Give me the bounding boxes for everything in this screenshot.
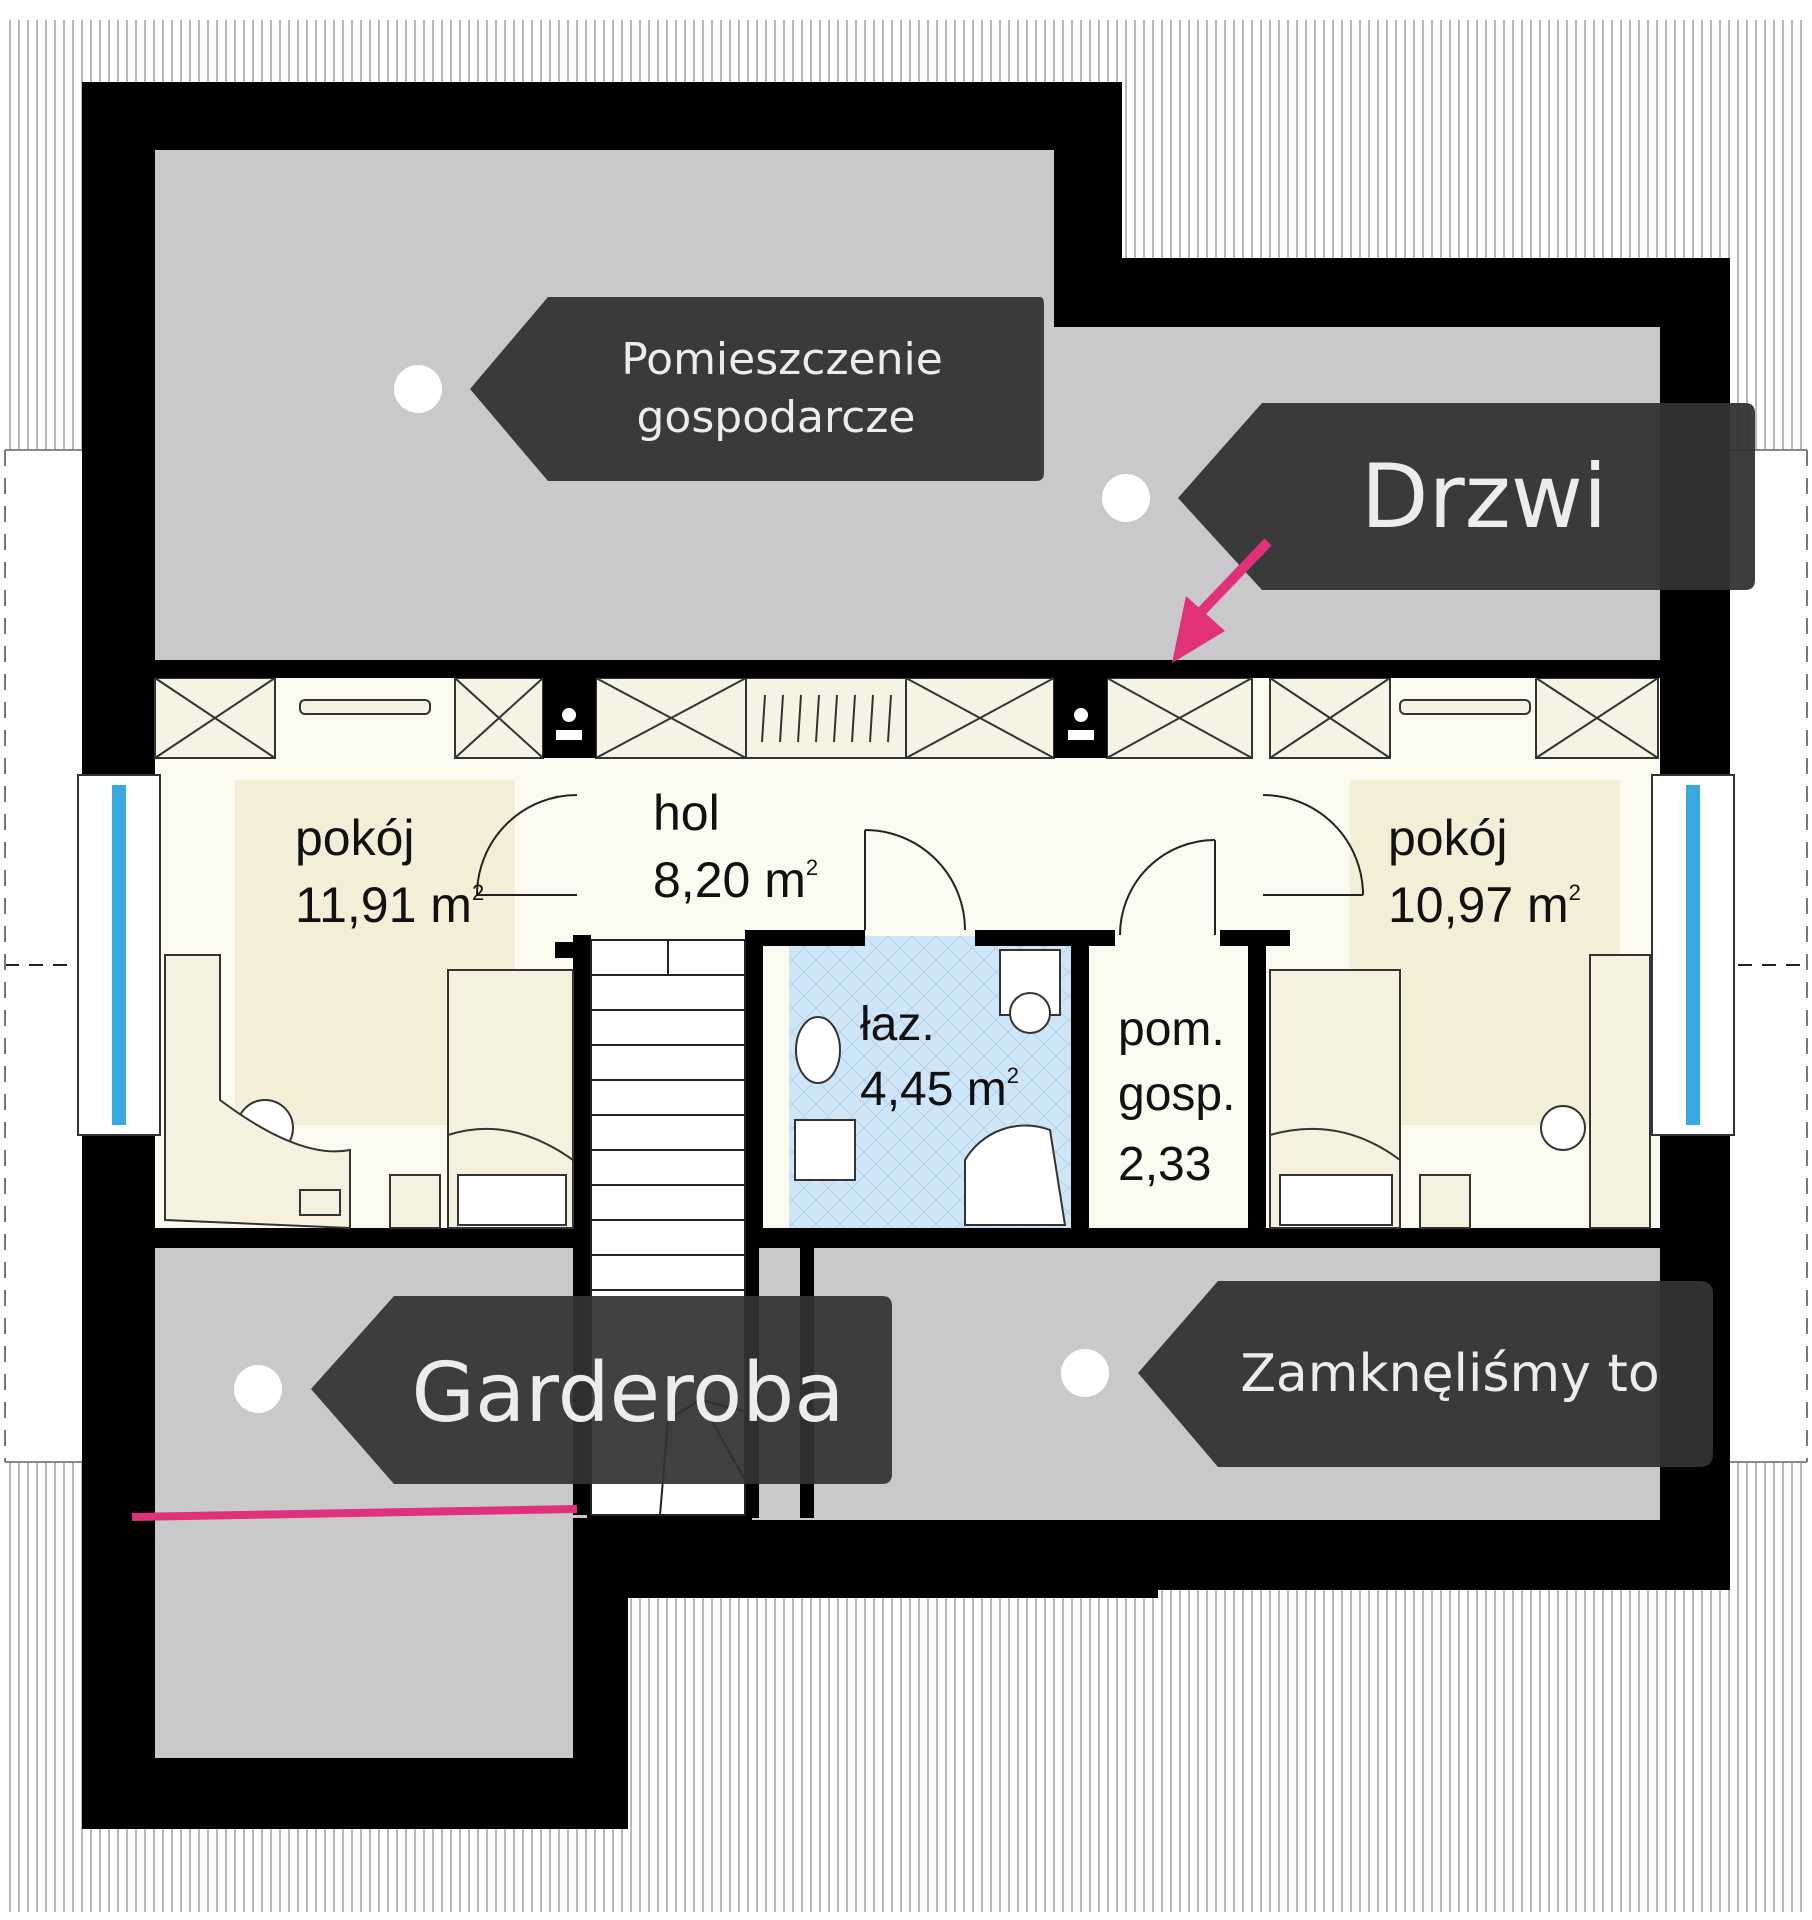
hall-name: hol <box>653 785 720 841</box>
room-labels: pokój 11,91 m2 hol 8,20 m2 pokój 10,97 m… <box>295 785 1581 1191</box>
room-left-area: 11,91 m2 <box>295 877 484 933</box>
callout-utility-line1: Pomieszczenie <box>621 334 943 385</box>
callout-door-label: Drzwi <box>1361 445 1608 548</box>
marker-line <box>131 1505 578 1521</box>
callout-closed: Zamknęliśmy to <box>1061 1281 1713 1467</box>
door-arrow <box>1196 538 1272 617</box>
hall-area: 8,20 m2 <box>653 852 818 908</box>
room-right-name: pokój <box>1388 810 1508 866</box>
bathroom-name: łaz. <box>860 998 935 1051</box>
callout-closed-label: Zamknęliśmy to <box>1240 1344 1659 1404</box>
callout-door: Drzwi <box>1102 403 1755 663</box>
vent-markers <box>556 708 1094 740</box>
callout-dot <box>394 365 442 413</box>
callout-utility-line2: gospodarcze <box>637 392 916 443</box>
callout-dot <box>234 1365 282 1413</box>
doors <box>476 794 1364 936</box>
room-right-area: 10,97 m2 <box>1388 877 1581 933</box>
callout-wardrobe-label: Garderoba <box>412 1346 845 1441</box>
room-left-name: pokój <box>295 810 415 866</box>
callout-dot <box>1102 474 1150 522</box>
wardrobe-band <box>154 677 1659 759</box>
utility-line2: gosp. <box>1118 1068 1235 1121</box>
furniture <box>164 949 1651 1230</box>
windows <box>77 774 1735 1136</box>
utility-line1: pom. <box>1118 1003 1225 1056</box>
bathroom-area: 4,45 m2 <box>860 1063 1019 1116</box>
callout-dot <box>1061 1349 1109 1397</box>
callout-utility-room: Pomieszczenie gospodarcze <box>394 297 1044 481</box>
utility-line3: 2,33 <box>1118 1138 1211 1191</box>
callout-wardrobe: Garderoba <box>234 1296 892 1484</box>
